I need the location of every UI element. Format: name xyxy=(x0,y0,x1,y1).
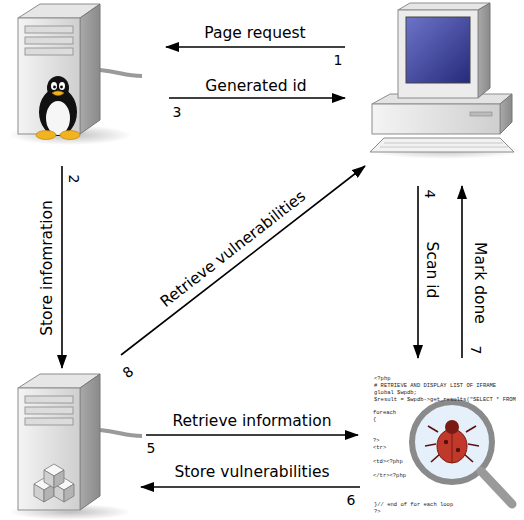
edge-label: Generated id xyxy=(203,77,308,95)
linux-server xyxy=(10,2,126,143)
cubes xyxy=(34,464,74,502)
callout-number: 8 xyxy=(120,363,137,381)
callout-number: 3 xyxy=(173,104,182,120)
code-line: ?> xyxy=(374,509,381,515)
code-line: ?> xyxy=(373,438,380,444)
callout-number: 2 xyxy=(66,175,82,184)
code-line: # RETRIEVE AND DISPLAY LIST OF IFRAME xyxy=(374,383,496,389)
arrow-connector xyxy=(141,486,360,488)
penguin xyxy=(36,76,80,140)
desktop-computer-icon xyxy=(367,3,523,159)
code-line: <tr> xyxy=(373,445,386,451)
arrow-connector xyxy=(417,186,419,358)
client-computer xyxy=(366,2,519,156)
code-line: global $wpdb; xyxy=(374,390,417,396)
code-line: <td><?php xyxy=(373,459,403,465)
edge-label: Store infomration xyxy=(38,198,56,338)
callout-number: 6 xyxy=(347,492,356,508)
callout-number: 1 xyxy=(334,52,343,68)
code-scan-icon xyxy=(412,402,512,504)
edge-label: Store vulnerabilities xyxy=(172,463,331,481)
code-scanner: <?php# RETRIEVE AND DISPLAY LIST OF IFRA… xyxy=(370,372,519,517)
code-line: { xyxy=(373,417,376,423)
code-line: }// end of for each loop xyxy=(374,502,453,508)
arrow-connector xyxy=(121,166,365,355)
edge-label: Page request xyxy=(202,24,307,42)
database-server-icon xyxy=(8,374,142,520)
callout-number: 4 xyxy=(422,190,438,199)
arrow-connector xyxy=(169,97,345,99)
arrow-connector xyxy=(146,434,358,436)
code-line: $result = $wpdb->get_results("SELECT * F… xyxy=(374,397,516,403)
edge-label: Mark done xyxy=(471,240,489,326)
linux-server-icon xyxy=(8,4,142,145)
edge-label: Retrieve information xyxy=(171,412,334,430)
callout-number: 5 xyxy=(147,440,156,456)
code-line: </tr><?php xyxy=(373,473,406,479)
bug xyxy=(425,420,479,463)
arrow-connector xyxy=(461,186,463,358)
code-line: foreach xyxy=(373,410,396,416)
callout-number: 7 xyxy=(468,346,484,355)
arrow-connector xyxy=(166,46,345,48)
database-server xyxy=(10,372,126,517)
edge-label: Scan id xyxy=(423,240,441,301)
edge-label: Retrieve vulnerabilities xyxy=(155,186,310,312)
code-line: <?php xyxy=(374,376,391,382)
arrow-connector xyxy=(61,166,63,368)
